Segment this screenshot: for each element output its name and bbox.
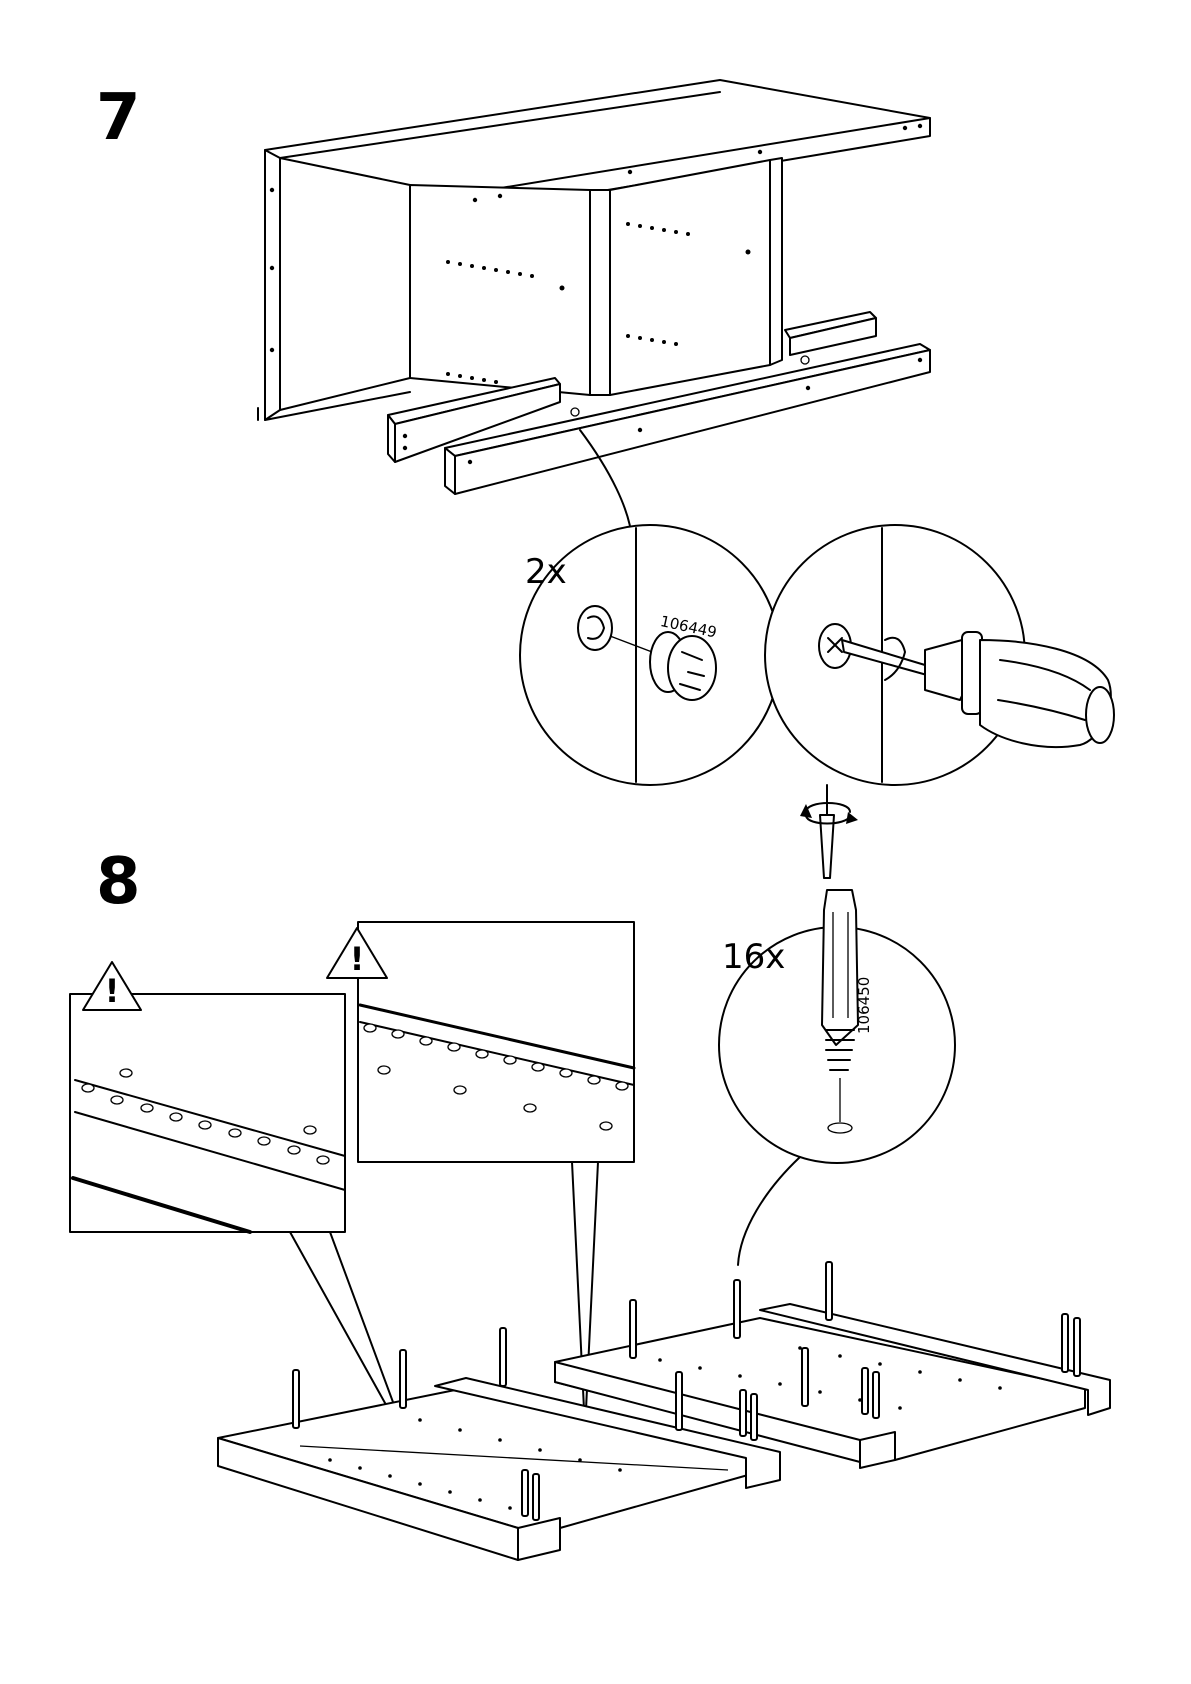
zoom-box-right (358, 922, 634, 1162)
quantity-label-step-7: 2x (525, 555, 567, 589)
warning-glyph: ! (105, 972, 120, 1010)
quantity-label-step-8: 16x (722, 940, 785, 974)
zoom-box-left (70, 994, 345, 1232)
screwdriver-rotate-illustration (800, 785, 858, 878)
warning-glyph: ! (350, 940, 365, 978)
screwdriver-detail (765, 525, 1114, 785)
part-number-bolt: 106450 (857, 977, 872, 1034)
cabinet-frame-illustration (258, 80, 930, 494)
bolt-detail (719, 890, 955, 1163)
